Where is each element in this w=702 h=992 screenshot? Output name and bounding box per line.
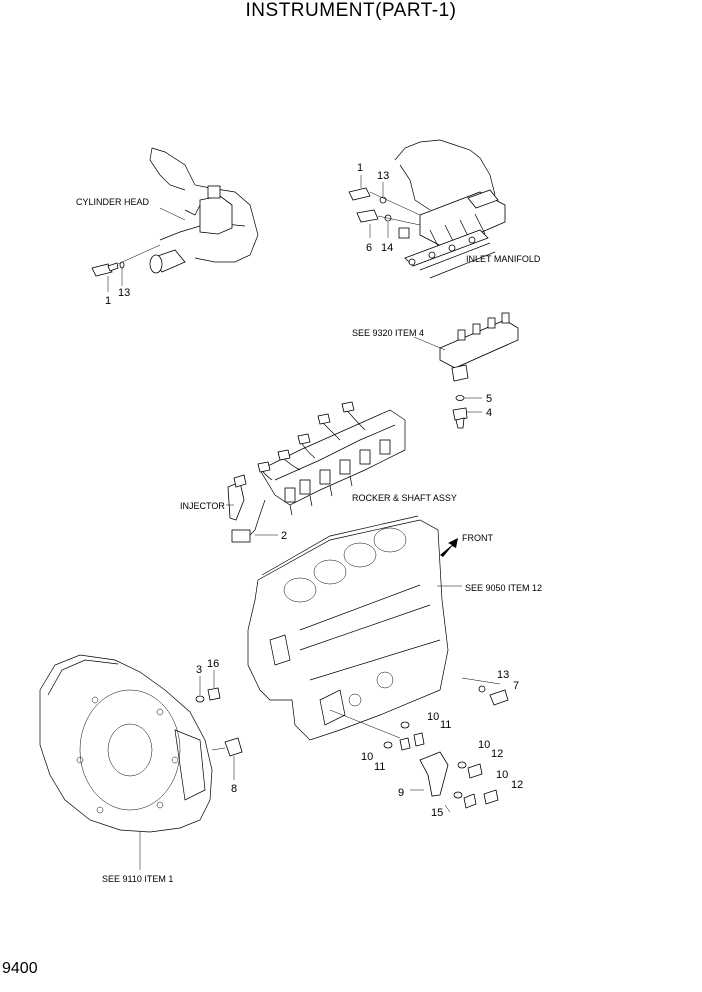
callout-12: 12 bbox=[511, 779, 523, 791]
callout-12: 12 bbox=[491, 748, 503, 760]
callout-10: 10 bbox=[496, 769, 508, 781]
sensor-1-right bbox=[348, 187, 387, 204]
page-number: 9400 bbox=[2, 960, 38, 977]
callout-11: 11 bbox=[440, 719, 451, 731]
front-arrow-icon bbox=[440, 538, 458, 557]
callout-6: 6 bbox=[366, 242, 372, 254]
callout-15: 15 bbox=[431, 807, 443, 819]
rocker-injector-group bbox=[226, 401, 406, 543]
callout-9: 9 bbox=[398, 787, 404, 799]
callout-5: 5 bbox=[486, 393, 492, 405]
label-see-9320: SEE 9320 ITEM 4 bbox=[352, 328, 424, 338]
callout-8: 8 bbox=[231, 783, 237, 795]
callout-13: 13 bbox=[118, 287, 130, 299]
callout-4: 4 bbox=[486, 407, 492, 419]
cylinder-head-group bbox=[91, 147, 259, 292]
page-title: INSTRUMENT(PART-1) bbox=[245, 0, 457, 21]
inlet-manifold-group bbox=[348, 139, 506, 279]
engine-block-group bbox=[247, 515, 462, 741]
label-cylinder-head: CYLINDER HEAD bbox=[76, 197, 150, 207]
label-see-9050: SEE 9050 ITEM 12 bbox=[465, 583, 542, 593]
callout-1: 1 bbox=[105, 295, 111, 307]
callout-13: 13 bbox=[377, 170, 389, 182]
label-inlet-manifold: INLET MANIFOLD bbox=[466, 254, 541, 264]
callout-1: 1 bbox=[357, 162, 363, 174]
label-rocker-shaft: ROCKER & SHAFT ASSY bbox=[352, 493, 457, 503]
callout-13: 13 bbox=[497, 669, 509, 681]
label-injector: INJECTOR bbox=[180, 501, 225, 511]
label-front: FRONT bbox=[462, 533, 493, 543]
callout-2: 2 bbox=[281, 530, 287, 542]
callout-10: 10 bbox=[478, 739, 490, 751]
callout-10: 10 bbox=[427, 711, 439, 723]
small-parts-group bbox=[329, 677, 509, 813]
callout-11: 11 bbox=[374, 761, 385, 773]
flywheel-housing-group bbox=[39, 654, 243, 870]
label-see-9110: SEE 9110 ITEM 1 bbox=[102, 874, 173, 884]
callout-3: 3 bbox=[196, 664, 202, 676]
common-rail-group bbox=[413, 312, 519, 429]
sensor-1-left bbox=[91, 261, 125, 277]
sensor-6 bbox=[356, 209, 392, 223]
callout-10: 10 bbox=[361, 751, 373, 763]
callout-14: 14 bbox=[381, 242, 393, 254]
callout-16: 16 bbox=[207, 658, 219, 670]
callout-7: 7 bbox=[513, 680, 519, 692]
